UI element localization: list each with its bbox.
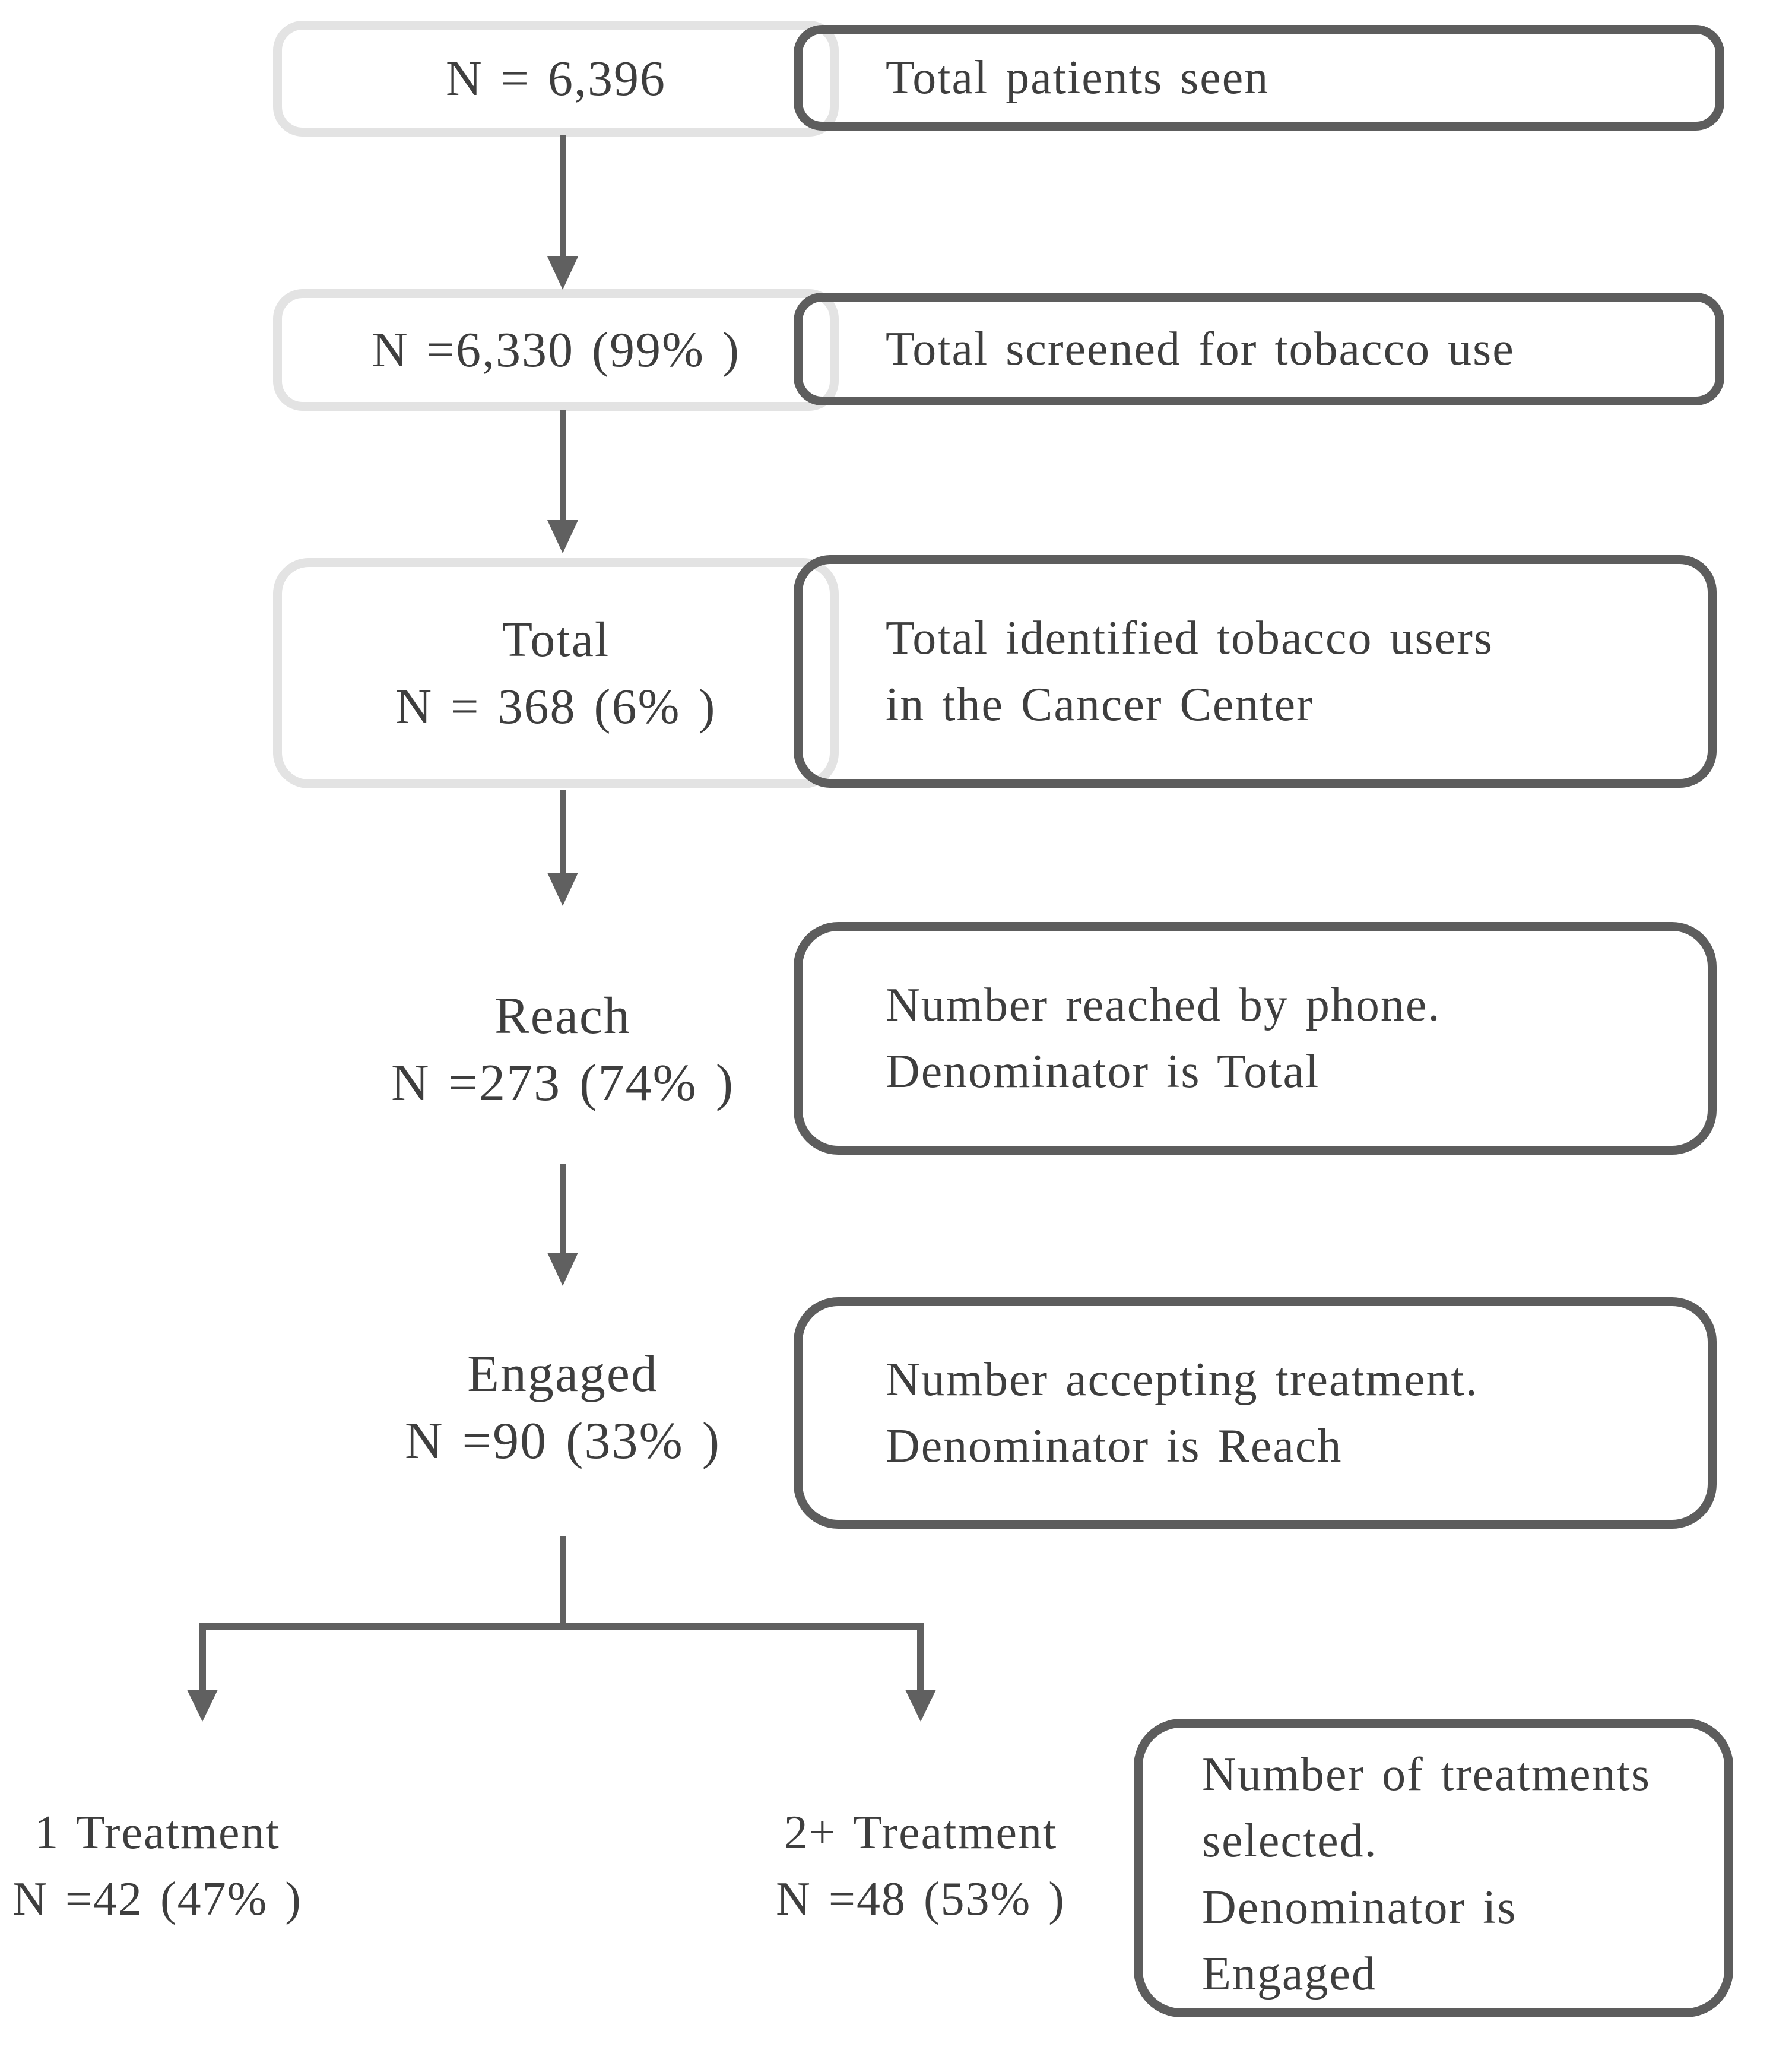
label-two-plus-treatment-value: N =48 (53% ) <box>776 1873 1065 1925</box>
callout-total-patients-seen-line: Total patients seen <box>886 52 1270 104</box>
arrow-down-2-head <box>547 520 578 553</box>
label-reach-value: N =273 (74% ) <box>391 1054 735 1112</box>
label-one-treatment-title: 1 Treatment <box>34 1807 280 1859</box>
callout-treatments-selected-line2: selected. <box>1202 1814 1378 1867</box>
callout-treatments-selected-line3: Denominator is <box>1202 1881 1517 1934</box>
label-engaged-value: N =90 (33% ) <box>404 1412 721 1470</box>
label-reach-title: Reach <box>494 987 631 1045</box>
branch-right-head <box>905 1690 936 1722</box>
label-engaged: Engaged N =90 (33% ) <box>296 1341 830 1475</box>
label-one-treatment-value: N =42 (47% ) <box>12 1873 302 1925</box>
callout-total-tobacco-users: Total identified tobacco users in the Ca… <box>794 555 1717 788</box>
label-reach: Reach N =273 (74% ) <box>296 983 830 1117</box>
label-engaged-title: Engaged <box>467 1345 658 1403</box>
box-total-patients-seen-value: N = 6,396 <box>445 51 667 106</box>
callout-screened: Total screened for tobacco use <box>794 293 1724 405</box>
callout-treatments-selected-line1: Number of treatments <box>1202 1748 1651 1801</box>
label-two-plus-treatment-title: 2+ Treatment <box>784 1807 1058 1859</box>
callout-treatments-selected-line4: Engaged <box>1202 1947 1376 2000</box>
callout-reach-line1: Number reached by phone. <box>886 979 1441 1031</box>
callout-total-tobacco-users-line2: in the Cancer Center <box>886 679 1314 731</box>
callout-reach-line2: Denominator is Total <box>886 1045 1320 1098</box>
callout-screened-line: Total screened for tobacco use <box>886 323 1515 375</box>
box-total-tobacco-users-value: N = 368 (6% ) <box>395 679 716 734</box>
box-screened: N =6,330 (99% ) <box>273 289 839 411</box>
branch-left-head <box>187 1690 218 1722</box>
box-total-tobacco-users: Total N = 368 (6% ) <box>273 558 839 788</box>
callout-engaged: Number accepting treatment. Denominator … <box>794 1297 1717 1529</box>
box-total-patients-seen: N = 6,396 <box>273 21 839 137</box>
label-one-treatment: 1 Treatment N =42 (47% ) <box>0 1799 315 1933</box>
callout-engaged-line1: Number accepting treatment. <box>886 1354 1479 1406</box>
box-total-tobacco-users-title: Total <box>502 612 610 667</box>
arrow-down-4-head <box>547 1253 578 1286</box>
label-two-plus-treatment: 2+ Treatment N =48 (53% ) <box>654 1799 1188 1933</box>
callout-total-patients-seen: Total patients seen <box>794 25 1724 131</box>
box-screened-value: N =6,330 (99% ) <box>372 322 740 378</box>
callout-reach: Number reached by phone. Denominator is … <box>794 922 1717 1155</box>
arrow-down-3-head <box>547 873 578 906</box>
callout-treatments-selected: Number of treatments selected. Denominat… <box>1134 1719 1733 2017</box>
callout-engaged-line2: Denominator is Reach <box>886 1420 1343 1472</box>
arrow-down-1-head <box>547 256 578 290</box>
callout-total-tobacco-users-line1: Total identified tobacco users <box>886 612 1493 664</box>
